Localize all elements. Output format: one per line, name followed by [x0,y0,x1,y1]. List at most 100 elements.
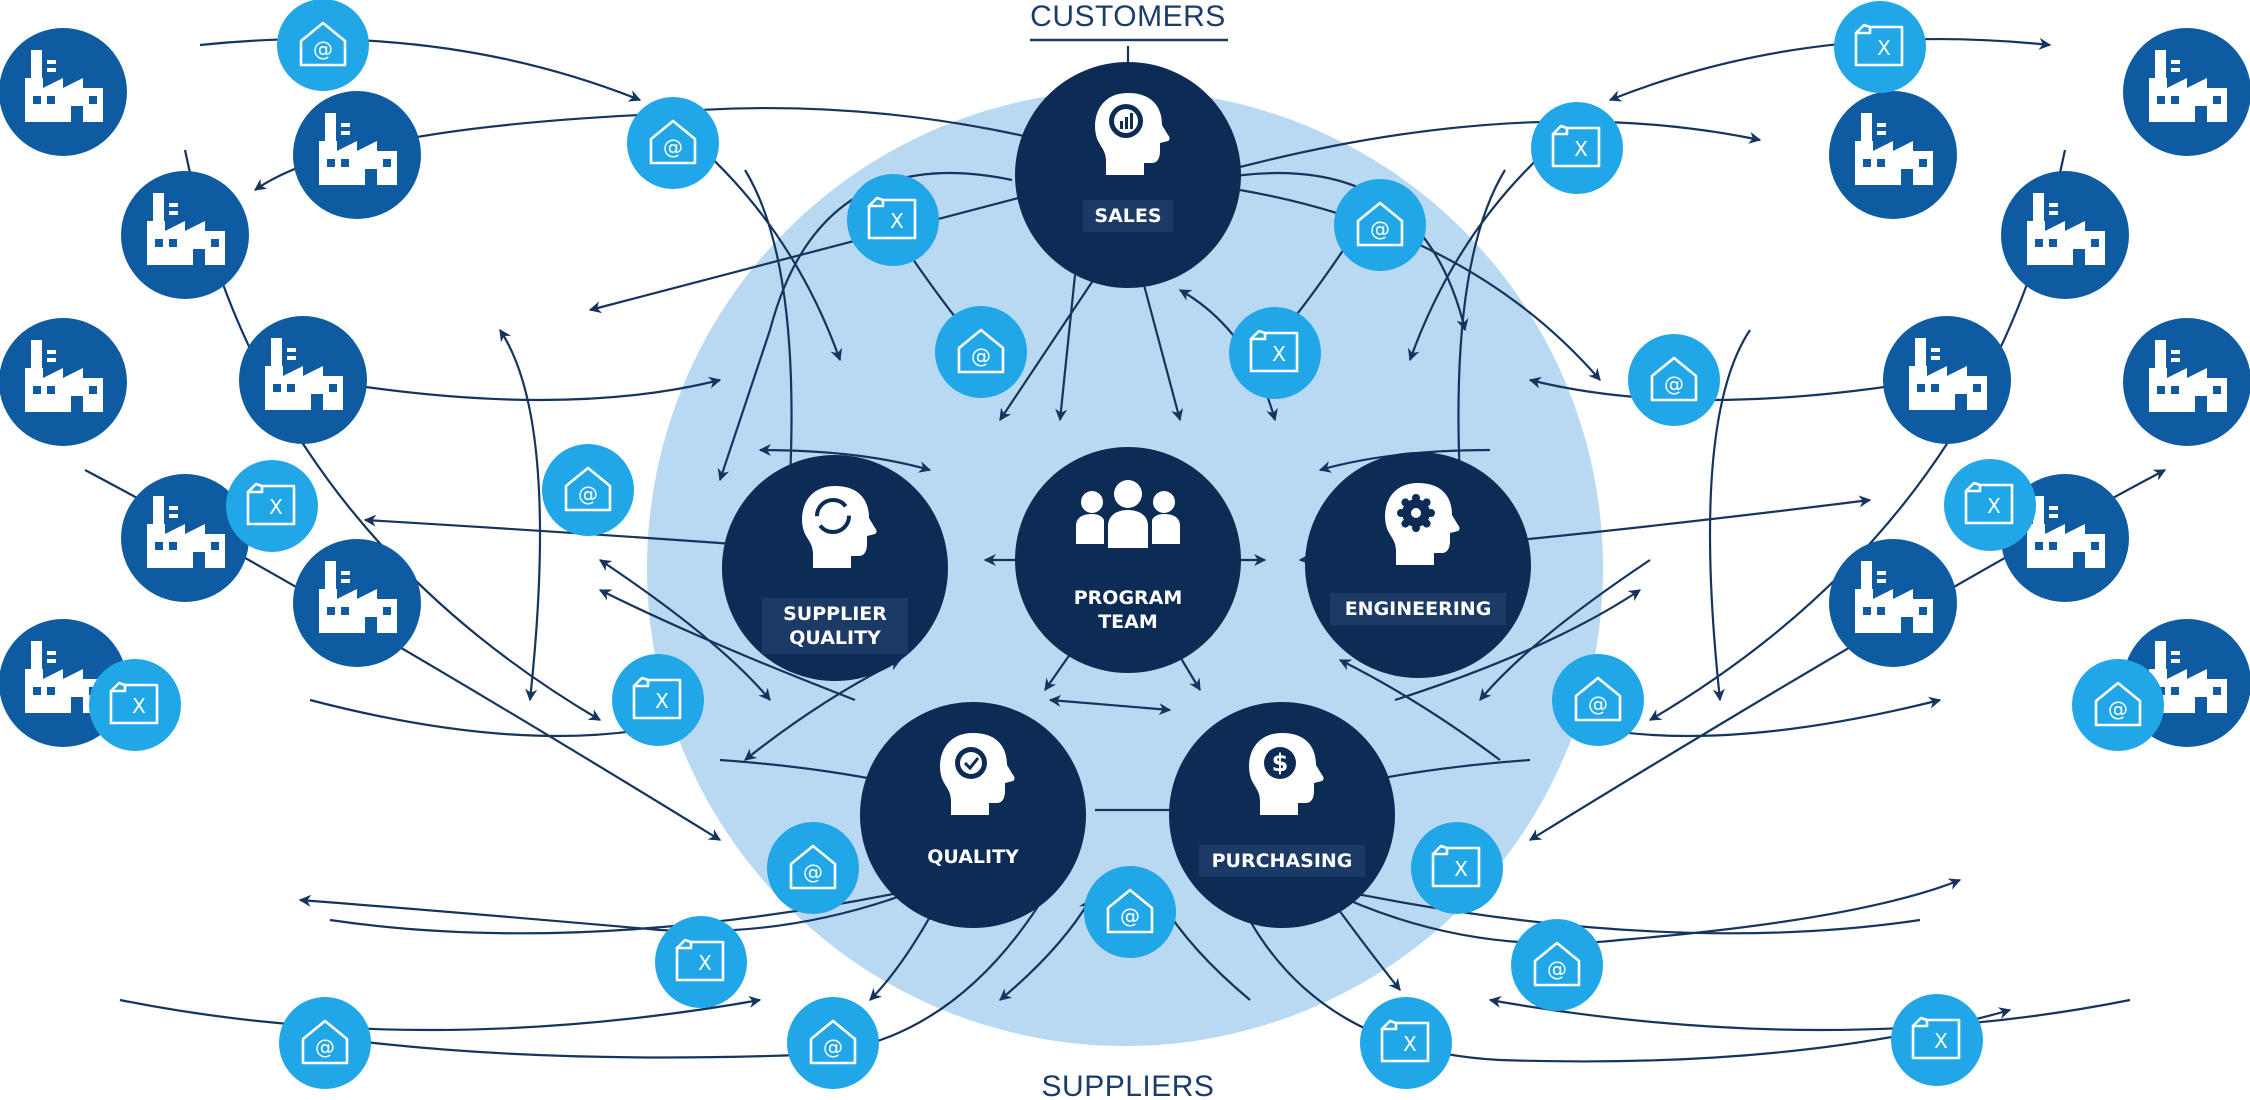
email-icon: @ [1533,941,1581,987]
supplier-factory [1883,316,2011,444]
x-symbol: X [1272,342,1286,366]
spreadsheet-icon: X [109,681,159,725]
at-symbol: @ [803,860,823,884]
head-icon [940,733,1015,815]
connector-arrow [1479,559,1651,701]
spreadsheet-message: X [612,654,704,746]
spreadsheet-message: X [1891,994,1983,1086]
connector-arrow [1288,876,1921,935]
head-icon: $ [1249,733,1324,815]
department-label: PURCHASING [1212,850,1353,872]
factory-icon [2027,496,2105,568]
email-message: @ [2072,659,2164,751]
factory-icon [25,340,103,412]
spreadsheet-message: X [1229,307,1321,399]
suppliers-label: SUPPLIERS [1042,1070,1215,1100]
spreadsheet-icon: X [1249,329,1299,373]
spreadsheet-message: X [1531,102,1623,194]
team-icon [1076,480,1180,548]
connector-arrow [999,268,1101,422]
customers-header: CUSTOMERS [1030,0,1228,42]
connector-arrow [588,191,1032,314]
factory-icon [147,496,225,568]
spreadsheet-icon: X [675,938,725,982]
email-icon: @ [1356,201,1404,247]
department-layer: SALESSUPPLIERQUALITYPROGRAMTEAMENGINEERI… [722,62,1531,928]
factory-icon [2149,50,2227,122]
x-symbol: X [890,209,904,233]
spreadsheet-icon: X [1911,1016,1961,1060]
factory-icon [25,641,103,713]
at-symbol: @ [313,37,333,61]
connector-arrow [298,864,977,933]
factory-icon [1855,113,1933,185]
at-symbol: @ [1370,217,1390,241]
spreadsheet-icon: X [246,482,296,526]
email-icon: @ [1574,676,1622,722]
at-symbol: @ [2108,697,2128,721]
connector-arrow [499,328,542,702]
spreadsheet-message: X [1834,1,1926,93]
email-icon: @ [957,328,1005,374]
spreadsheet-message: X [89,659,181,751]
supplier-factory [0,28,127,156]
connector-arrow [1138,269,1184,422]
spreadsheet-message: X [1411,822,1503,914]
spreadsheet-icon: X [1380,1019,1430,1063]
spreadsheet-icon: X [867,196,917,240]
factory-icon [2027,193,2105,265]
at-symbol: @ [315,1035,335,1059]
connector-arrow [1708,329,1751,702]
at-symbol: @ [823,1035,843,1059]
at-symbol: @ [1664,372,1684,396]
factory-icon [2149,340,2227,412]
email-message: @ [1628,334,1720,426]
email-icon: @ [299,21,347,67]
at-symbol: @ [1120,904,1140,928]
supplier-factory [2123,318,2250,446]
head-icon [1385,483,1460,565]
factory-icon [319,561,397,633]
factory-icon [25,50,103,122]
department-label: SUPPLIER [783,603,887,625]
email-message: @ [1552,654,1644,746]
at-symbol: @ [1547,957,1567,981]
x-symbol: X [269,495,283,519]
at-symbol: @ [663,135,683,159]
department-node-purchasing: $ PURCHASING [1169,702,1395,928]
at-symbol: @ [971,344,991,368]
connector-arrow [717,172,1013,482]
department-label: PROGRAM [1074,587,1183,609]
factory-icon [147,193,225,265]
connector-arrow [758,443,932,473]
x-symbol: X [132,694,146,718]
email-icon: @ [564,466,612,512]
department-label: QUALITY [789,627,881,649]
spreadsheet-message: X [847,174,939,266]
email-message: @ [627,97,719,189]
supplier-factory [0,318,127,446]
svg-text:$: $ [1272,749,1289,777]
connector-arrow [1055,274,1077,422]
department-label: TEAM [1098,611,1158,633]
customers-label: CUSTOMERS [1030,0,1226,33]
x-symbol: X [698,951,712,975]
spreadsheet-icon: X [1431,844,1481,888]
factory-icon [1909,338,1987,410]
connector-arrow [199,37,642,102]
connector-arrow [329,876,962,935]
email-message: @ [277,0,369,91]
supplier-factory [1829,91,1957,219]
department-node-sales: SALES [1015,62,1241,288]
email-icon: @ [1650,356,1698,402]
supplier-factory [1829,539,1957,667]
x-symbol: X [1877,36,1891,60]
head-icon [802,486,877,568]
department-node-engineering: ENGINEERING [1305,452,1531,678]
department-node-quality: QUALITY [860,702,1086,928]
email-icon: @ [1106,888,1154,934]
spreadsheet-icon: X [632,676,682,720]
